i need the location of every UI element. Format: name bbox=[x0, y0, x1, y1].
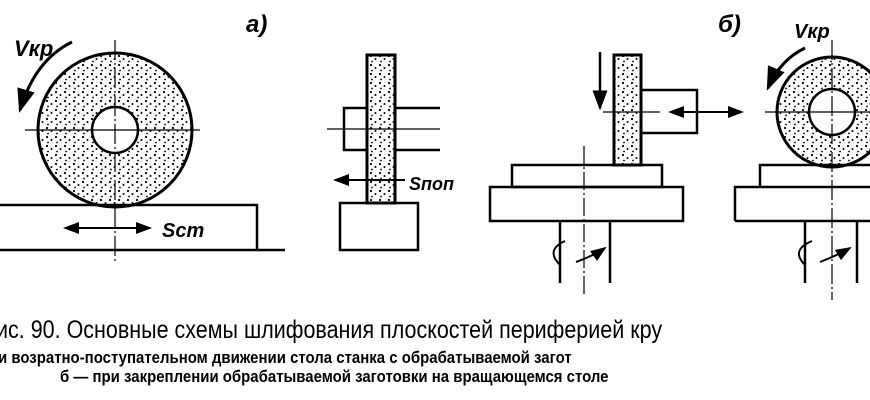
caption-title: ис. 90. Основные схемы шлифования плоско… bbox=[0, 316, 663, 344]
rotation-arrow-a bbox=[17, 40, 73, 113]
table-b2 bbox=[733, 163, 870, 223]
v-kp-label-a: Vкр bbox=[14, 36, 53, 61]
block-a bbox=[338, 201, 420, 252]
wheel-side-b bbox=[612, 53, 643, 167]
rotation-arrow-b bbox=[766, 46, 806, 91]
workpiece-b1 bbox=[510, 163, 664, 189]
s-pop-label: Sпоп bbox=[409, 174, 454, 194]
s-st-label: Sст bbox=[162, 220, 204, 242]
spindle-b1 bbox=[558, 221, 612, 283]
table-a bbox=[0, 203, 259, 250]
label-b: б) bbox=[718, 11, 741, 38]
v-kp-label-b: Vкр bbox=[794, 21, 830, 43]
label-a: а) bbox=[246, 11, 267, 38]
caption-line-b: б — при закреплении обрабатываемой загот… bbox=[60, 367, 609, 386]
grinding-diagram: Vкр а) Sст Sпоп б) Vкр bbox=[0, 11, 870, 300]
rotary-table-b1 bbox=[488, 185, 685, 223]
caption-line-a: и возратно-поступательном движении стола… bbox=[0, 348, 572, 367]
spindle-b2 bbox=[803, 221, 859, 283]
